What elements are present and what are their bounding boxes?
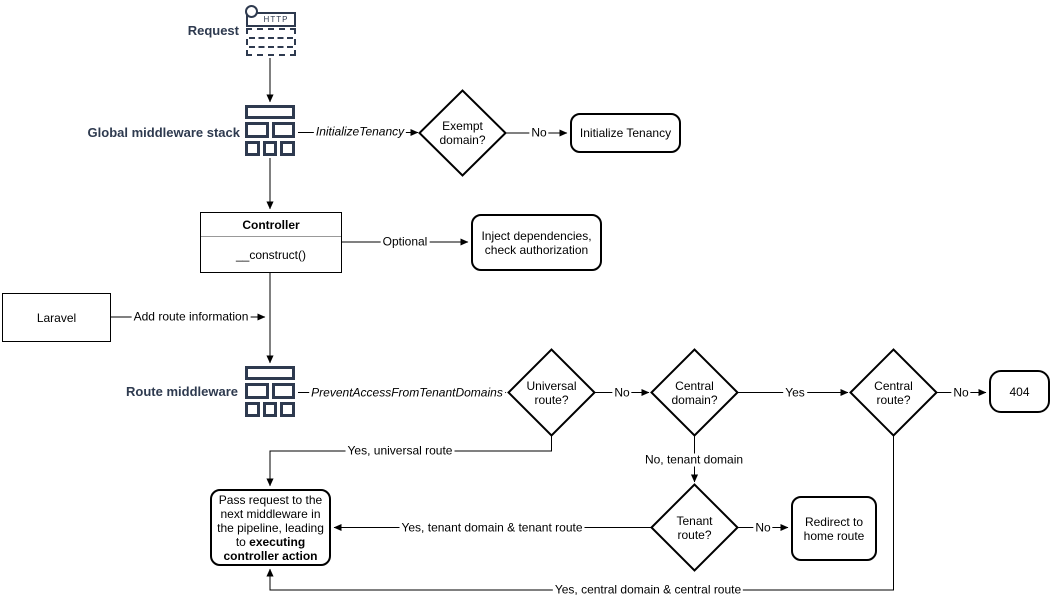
circle-glyph-icon <box>245 5 258 18</box>
controller-method: __construct() <box>235 247 307 262</box>
exempt-domain-diamond <box>418 89 507 177</box>
initialize-tenancy-node: Initialize Tenancy <box>570 113 681 153</box>
initialize-tenancy-text: Initialize Tenancy <box>579 126 672 140</box>
not-found-text: 404 <box>1009 384 1030 399</box>
edge-no-central-route-label: No <box>951 385 971 399</box>
global-middleware-stack-label: Global middleware stack <box>87 125 240 140</box>
inject-dependencies-node: Inject dependencies, check authorization <box>471 214 602 271</box>
edge-no-tenant-route-label: No <box>753 520 773 534</box>
controller-node: Controller __construct() <box>200 212 342 273</box>
dashed-line <box>249 46 293 48</box>
laravel-node: Laravel <box>2 293 111 342</box>
request-body-box <box>246 28 296 56</box>
edge-yes-central-route-label: Yes, central domain & central route <box>552 582 744 597</box>
controller-title: Controller <box>201 213 341 237</box>
central-domain-diamond <box>650 348 739 437</box>
universal-route-diamond <box>507 348 596 437</box>
redirect-home-node: Redirect to home route <box>791 496 877 561</box>
universal-route-text: Universal route? <box>526 378 577 407</box>
central-route-text: Central route? <box>874 378 913 407</box>
central-route-diamond <box>849 348 938 437</box>
pass-request-text-normal: Pass request to the next middleware in t… <box>217 492 324 549</box>
inject-dependencies-text: Inject dependencies, check authorization <box>481 228 592 257</box>
edge-no-universal-label: No <box>612 385 632 399</box>
exempt-domain-text: Exempt domain? <box>439 119 486 147</box>
pass-request-node: Pass request to the next middleware in t… <box>210 489 331 566</box>
edge-optional-label: Optional <box>380 234 430 249</box>
edge-no-exempt-label: No <box>529 125 549 139</box>
http-request-icon: HTTP <box>245 5 297 57</box>
edge-yes-universal-route-label: Yes, universal route <box>345 443 455 457</box>
not-found-node: 404 <box>989 370 1050 413</box>
route-middleware-label: Route middleware <box>126 384 238 399</box>
dashed-line <box>249 37 293 39</box>
edge-add-route-information-label: Add route information <box>131 309 251 324</box>
edge-no-tenant-domain-label: No, tenant domain <box>642 452 746 466</box>
tenant-route-text: Tenant route? <box>676 513 713 542</box>
pass-request-text-bold: executing controller action <box>223 534 318 563</box>
edge-yes-central-domain-label: Yes <box>783 385 807 399</box>
edge-yes-tenant-route-label: Yes, tenant domain & tenant route <box>399 520 585 534</box>
laravel-text: Laravel <box>36 310 77 325</box>
global-middleware-stack-icon <box>245 105 296 159</box>
request-label: Request <box>187 23 239 38</box>
edge-prevent-access-label: PreventAccessFromTenantDomains <box>309 385 505 399</box>
central-domain-text: Central domain? <box>671 378 718 407</box>
pass-request-text: Pass request to the next middleware in t… <box>212 493 329 563</box>
http-header-box: HTTP <box>246 12 296 27</box>
edge-initialize-tenancy-label: InitializeTenancy <box>313 124 407 139</box>
route-middleware-stack-icon <box>245 366 296 420</box>
http-label: HTTP <box>263 15 289 24</box>
redirect-home-text: Redirect to home route <box>803 514 865 543</box>
tenant-route-diamond <box>650 483 739 572</box>
